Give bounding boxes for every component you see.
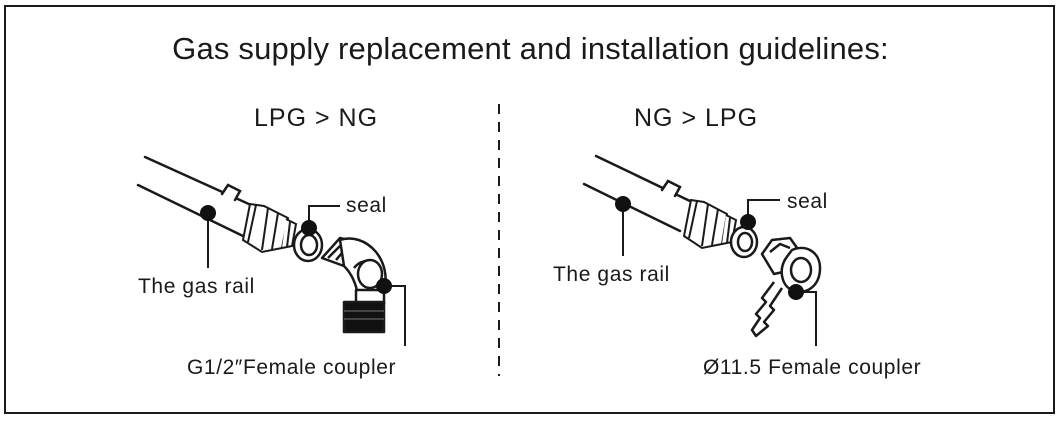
right-rail-marker-dot: [615, 196, 631, 212]
diagram-title: Gas supply replacement and installation …: [172, 31, 889, 66]
left-seal-marker-dot: [301, 220, 317, 236]
right-gas-rail-pipe: [582, 154, 694, 233]
left-elbow-coupler: [320, 236, 387, 334]
right-rail-nut: [682, 198, 738, 250]
right-seal-ring: [729, 225, 759, 259]
left-gas-rail-label: The gas rail: [138, 275, 255, 298]
right-coupler-label: Ø11.5 Female coupler: [703, 356, 922, 379]
right-coupler-marker-dot: [788, 284, 804, 300]
diagram-frame: [4, 5, 1055, 414]
left-seal-label: seal: [346, 194, 387, 217]
right-gas-rail-label: The gas rail: [553, 263, 670, 286]
left-coupler-label: G1/2″Female coupler: [187, 356, 397, 379]
left-gas-rail-pipe: [136, 155, 253, 238]
left-panel-heading: LPG > NG: [254, 104, 379, 132]
right-panel-heading: NG > LPG: [634, 104, 759, 132]
right-hose-barb-coupler: [750, 236, 822, 338]
left-rail-nut: [241, 202, 298, 254]
left-coupler-marker-dot: [376, 278, 392, 294]
left-rail-marker-dot: [200, 205, 216, 221]
right-seal-label: seal: [787, 190, 828, 213]
right-seal-marker-dot: [740, 214, 756, 230]
